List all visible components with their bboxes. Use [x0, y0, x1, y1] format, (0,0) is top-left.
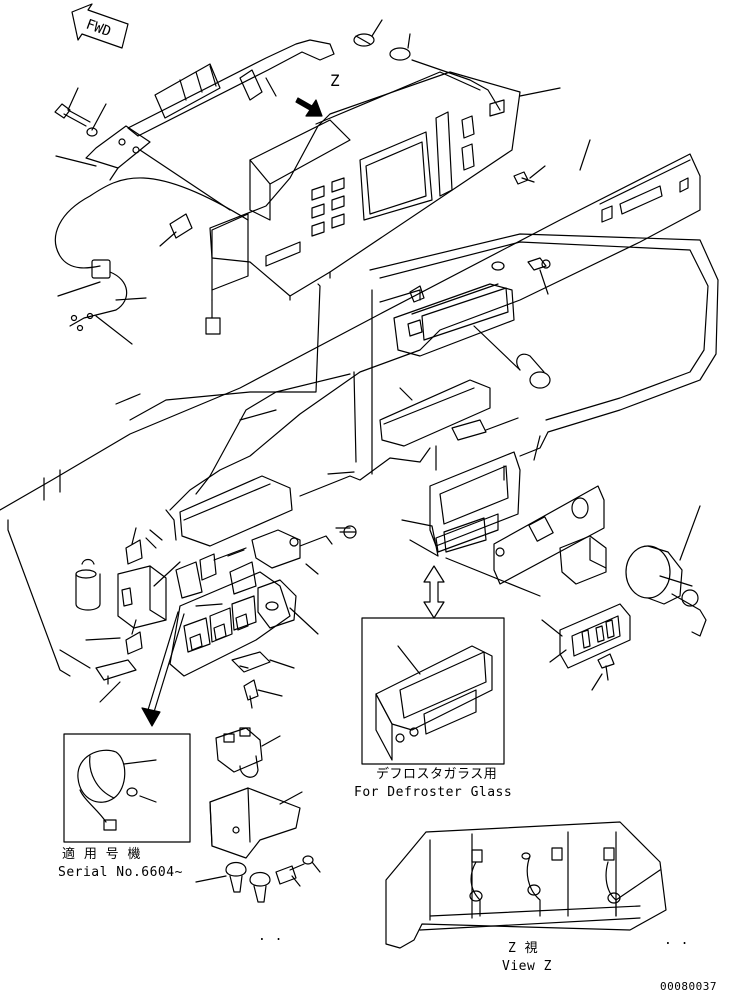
serial-detail-box	[63, 733, 191, 843]
switch-plate	[541, 603, 631, 669]
monitor-panel	[205, 59, 521, 335]
dash-marks-right: . .	[664, 933, 689, 948]
bolt	[54, 103, 98, 137]
detail-arrow	[141, 611, 185, 727]
dash-marks-left: . .	[258, 929, 283, 944]
bulb-parts	[159, 19, 411, 247]
handrail-bracket	[85, 39, 335, 181]
relay-socket	[215, 727, 281, 778]
dashboard-frame	[0, 139, 701, 677]
serial-label-en: Serial No.6604~	[58, 865, 183, 880]
mount-bracket	[209, 787, 303, 859]
view-z-label-en: View Z	[502, 959, 552, 974]
wire-harness	[54, 149, 249, 345]
z-marker: Z	[330, 71, 340, 90]
switch-box	[401, 435, 541, 597]
leader-lines-left	[59, 561, 223, 703]
serial-label-jp: 適 用 号 機	[62, 847, 141, 862]
screw	[513, 171, 535, 185]
sub-bracket	[231, 651, 295, 709]
cover-plate	[369, 233, 719, 457]
drawing-number: 00080037	[660, 980, 717, 993]
view-z-label-jp: Z 視	[508, 941, 539, 956]
screw-right	[591, 653, 615, 691]
switch-panel-lower	[169, 553, 319, 677]
dash-inner-panel	[129, 283, 431, 497]
defroster-label-jp: デフロスタガラス用	[376, 767, 498, 782]
defroster-detail-box	[361, 617, 505, 765]
ignition-panel	[493, 485, 605, 585]
defroster-label-en: For Defroster Glass	[354, 785, 513, 800]
relay-box	[117, 565, 167, 629]
bolt-left	[125, 527, 163, 655]
connector-piece	[165, 475, 357, 575]
ignition-switch	[625, 505, 707, 637]
double-arrow	[423, 565, 445, 619]
lamp-holder	[95, 659, 137, 685]
fwd-arrow: FWD	[71, 3, 129, 49]
view-z-detail	[385, 821, 667, 949]
can-relay	[75, 558, 101, 611]
meter-box	[379, 379, 519, 447]
grommets	[195, 855, 321, 903]
view-z-arrow	[295, 97, 323, 117]
rocker-switch	[559, 535, 607, 585]
